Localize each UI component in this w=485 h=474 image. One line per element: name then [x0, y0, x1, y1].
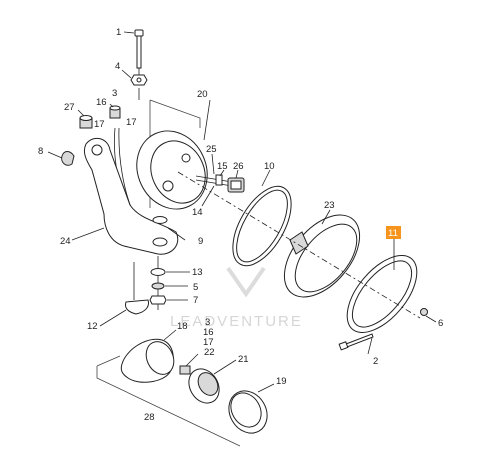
callout-23: 23	[324, 200, 335, 211]
callout-24: 24	[60, 236, 71, 247]
callout-2: 2	[373, 356, 378, 367]
callout-11: 11	[388, 228, 398, 239]
callout-9: 9	[198, 236, 203, 247]
callout-7: 7	[193, 295, 198, 306]
screw-part-2	[338, 333, 374, 351]
connector-part-26	[227, 177, 245, 193]
washer-part-5	[151, 282, 165, 290]
callout-1: 1	[116, 27, 121, 38]
callout-18: 18	[177, 321, 188, 332]
callout-3-lower: 3	[205, 317, 210, 328]
callout-10: 10	[264, 161, 275, 172]
wiring-harness-part-14	[195, 175, 233, 187]
watermark: LEADVENTURE	[170, 266, 303, 330]
washer-part-9	[152, 216, 168, 224]
callout-22: 22	[204, 347, 215, 358]
passing-lamp-housing-part-18	[120, 338, 175, 383]
callout-26: 26	[233, 161, 244, 172]
callout-17-right: 17	[126, 117, 137, 128]
lamp-unit-part-21	[188, 368, 220, 404]
screw-part-6	[420, 308, 428, 316]
callout-17-left: 17	[94, 119, 105, 130]
lens-part-19	[228, 390, 268, 434]
socket-part-22	[179, 365, 191, 375]
callout-labels: 1 2 3 3 4 5 6 7 8 9 10 12 13 14 15 16 16…	[38, 27, 443, 423]
mount-bracket-part-24	[83, 137, 179, 255]
cap-part-8	[61, 151, 75, 166]
callout-17-lower: 17	[203, 337, 214, 348]
clip-part-15	[215, 174, 223, 186]
callout-3-upper: 3	[112, 88, 117, 99]
callout-8: 8	[38, 146, 43, 157]
sealed-beam-part-23	[283, 214, 361, 298]
callout-5: 5	[193, 282, 198, 293]
trim-ring-part-11	[346, 255, 418, 333]
nut-part-4	[130, 74, 148, 86]
callout-12: 12	[87, 321, 98, 332]
nut-part-7	[149, 295, 167, 305]
callout-19: 19	[276, 376, 287, 387]
callout-6: 6	[438, 318, 443, 329]
callout-16-upper: 16	[96, 97, 107, 108]
watermark-text: LEADVENTURE	[170, 313, 303, 330]
callout-27: 27	[64, 102, 75, 113]
callout-25: 25	[206, 144, 217, 155]
bolt-part-1	[134, 29, 144, 80]
assembly-frame-28	[96, 355, 241, 447]
callout-13: 13	[192, 267, 203, 278]
washer-part-13	[150, 268, 166, 276]
callout-14: 14	[192, 207, 203, 218]
grommet-part-3	[109, 105, 121, 119]
callout-20: 20	[197, 89, 208, 100]
callout-11-highlighted[interactable]: 11	[386, 226, 401, 239]
gasket-ring-part-10	[232, 185, 292, 267]
callout-leaders	[47, 31, 437, 393]
lamp-bracket-part-12	[125, 262, 149, 315]
callout-21: 21	[238, 354, 249, 365]
assembly-centerline	[177, 171, 421, 319]
callout-28: 28	[144, 412, 155, 423]
callout-16-lower: 16	[203, 327, 214, 338]
callout-4: 4	[115, 61, 120, 72]
grommet-part-27	[79, 115, 93, 129]
headlamp-housing-part-20	[136, 130, 208, 210]
callout-15: 15	[217, 161, 228, 172]
highlight-box	[386, 226, 401, 239]
